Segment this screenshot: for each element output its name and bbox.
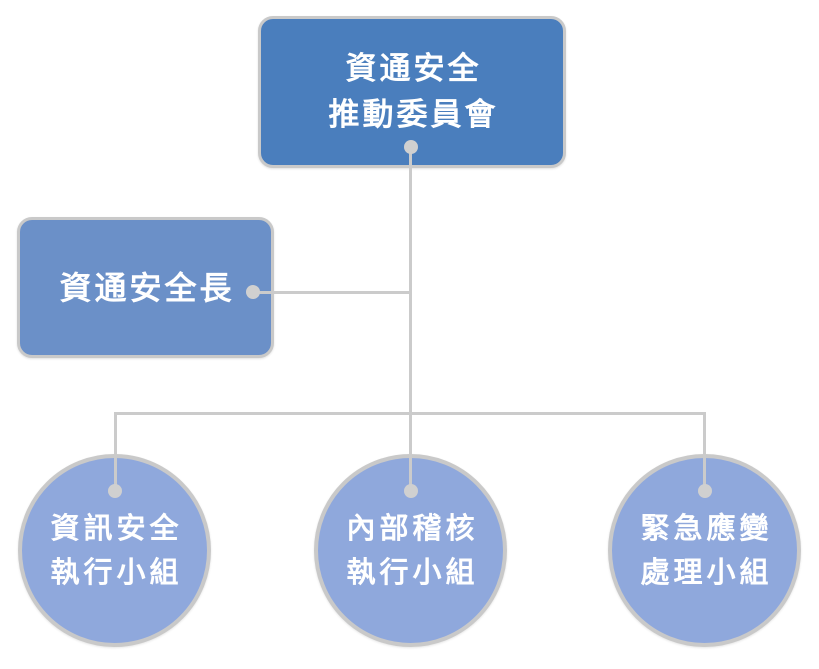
connector-right-drop-line <box>703 412 706 492</box>
node-label-line: 執行小組 <box>50 556 183 589</box>
node-label-line: 資訊安全 <box>50 512 183 545</box>
node-label-line: 資通安全 <box>345 51 482 86</box>
connector-dot-infosec-team <box>108 484 122 498</box>
connector-dot-emergency-team <box>698 484 712 498</box>
connector-dot-ciso <box>246 285 260 299</box>
node-label-line: 資通安全長 <box>59 269 235 306</box>
node-label-line: 執行小組 <box>346 556 479 589</box>
connector-dot-committee <box>404 140 418 154</box>
node-ciso: 資通安全長 <box>17 217 274 358</box>
node-label-line: 處理小組 <box>640 556 773 589</box>
node-label-line: 緊急應變 <box>640 512 773 545</box>
connector-ciso-horizontal-line <box>253 291 411 294</box>
connector-teams-horizontal-line <box>114 412 706 415</box>
node-label-line: 內部稽核 <box>346 512 479 545</box>
connector-main-vertical-line <box>409 147 412 492</box>
connector-dot-audit-team <box>404 484 418 498</box>
connector-left-drop-line <box>114 412 117 492</box>
node-label-line: 推動委員會 <box>328 97 499 132</box>
